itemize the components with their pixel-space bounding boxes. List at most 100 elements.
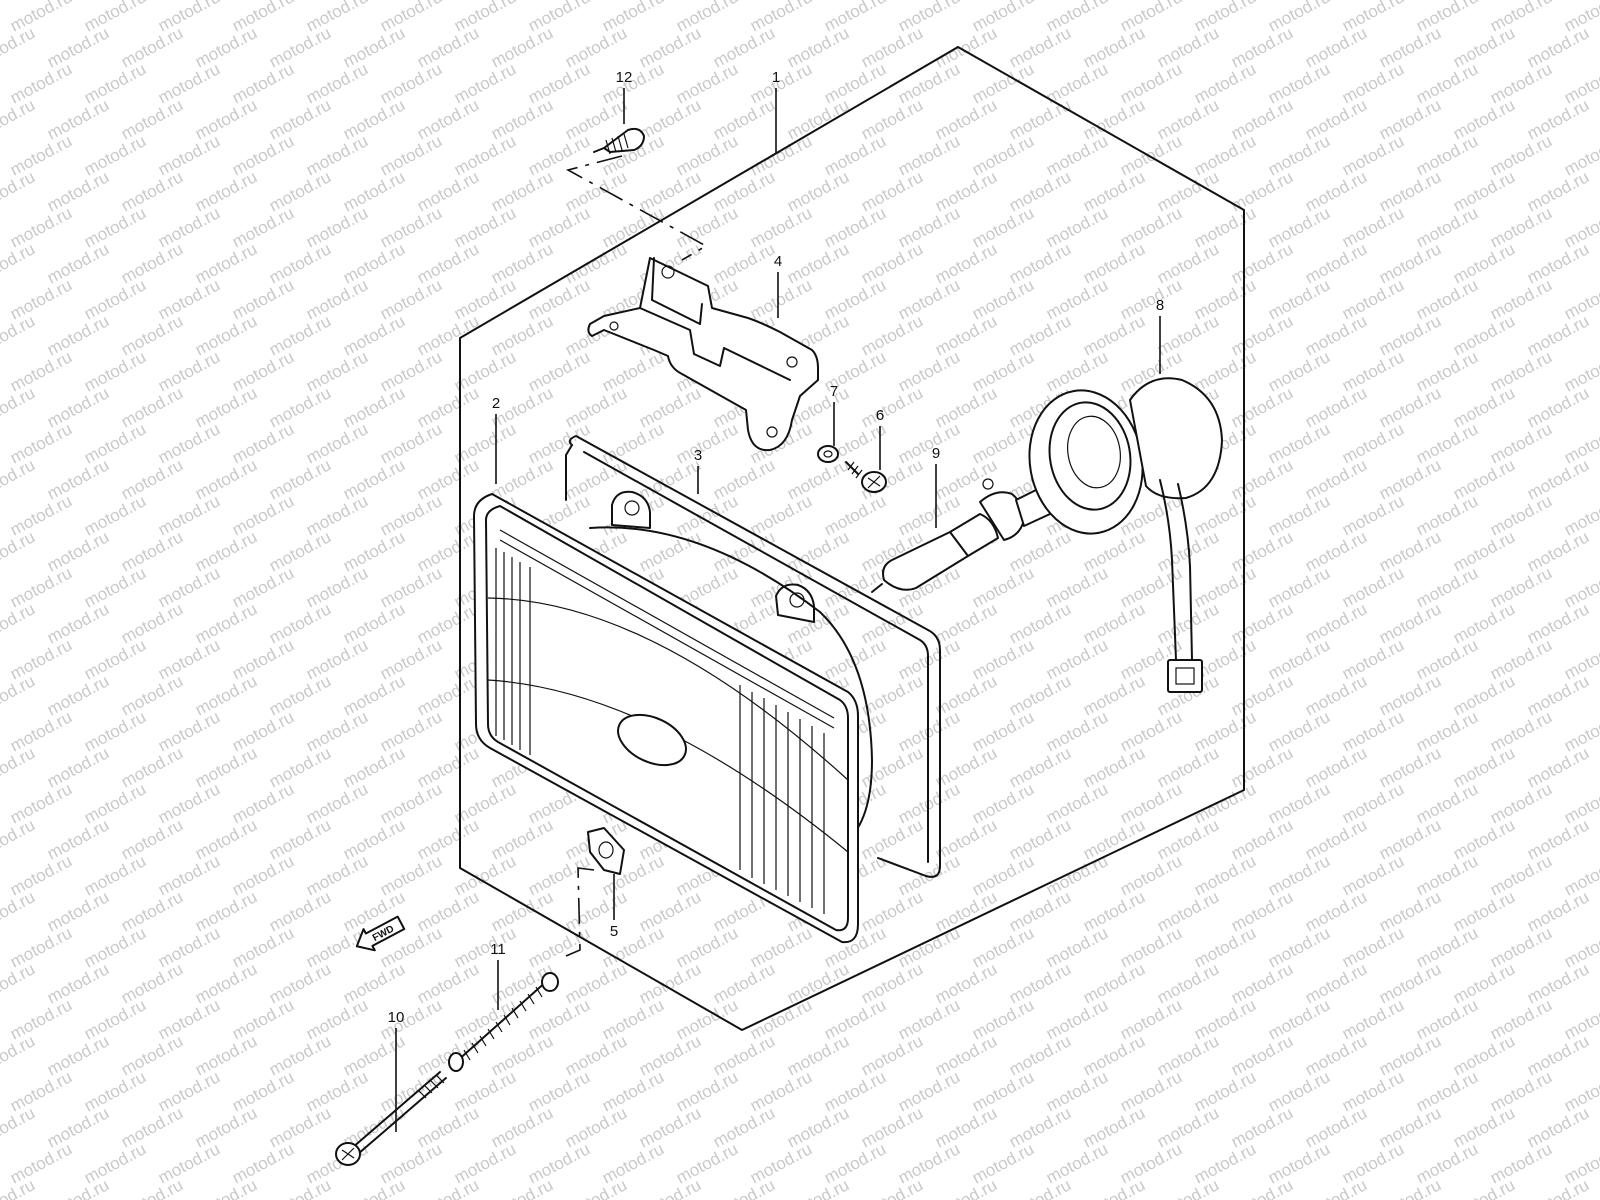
- watermark-text: motod.ru: [1376, 815, 1444, 863]
- watermark-text: motod.ru: [858, 743, 926, 791]
- watermark-text: motod.ru: [488, 167, 556, 215]
- watermark-text: motod.ru: [303, 563, 371, 611]
- watermark-text: motod.ru: [562, 1103, 630, 1151]
- watermark-text: motod.ru: [1302, 455, 1370, 503]
- watermark-text: motod.ru: [895, 779, 963, 827]
- spring-11: [448, 972, 559, 1072]
- watermark-text: motod.ru: [229, 59, 297, 107]
- watermark-text: motod.ru: [1043, 779, 1111, 827]
- watermark-text: motod.ru: [192, 1103, 260, 1151]
- watermark-text: motod.ru: [340, 23, 408, 71]
- watermark-text: motod.ru: [1339, 635, 1407, 683]
- watermark-text: motod.ru: [858, 95, 926, 143]
- watermark-text: motod.ru: [1191, 851, 1259, 899]
- watermark-text: motod.ru: [673, 1067, 741, 1115]
- watermark-text: motod.ru: [192, 95, 260, 143]
- watermark-text: motod.ru: [673, 419, 741, 467]
- watermark-text: motod.ru: [1228, 311, 1296, 359]
- watermark-text: motod.ru: [7, 491, 75, 539]
- watermark-text: motod.ru: [1117, 59, 1185, 107]
- watermark-text: motod.ru: [377, 59, 445, 107]
- watermark-text: motod.ru: [1376, 599, 1444, 647]
- watermark-text: motod.ru: [784, 959, 852, 1007]
- watermark-text: motod.ru: [1154, 1175, 1222, 1200]
- watermark-text: motod.ru: [1524, 887, 1592, 935]
- watermark-text: motod.ru: [44, 815, 112, 863]
- watermark-text: motod.ru: [229, 419, 297, 467]
- callout-2: 2: [492, 395, 500, 412]
- watermark-text: motod.ru: [451, 131, 519, 179]
- watermark-text: motod.ru: [414, 455, 482, 503]
- watermark-text: motod.ru: [1006, 599, 1074, 647]
- watermark-text: motod.ru: [1376, 167, 1444, 215]
- watermark-text: motod.ru: [1413, 131, 1481, 179]
- nut-5: [587, 827, 625, 875]
- watermark-text: motod.ru: [1302, 527, 1370, 575]
- watermark-text: motod.ru: [118, 671, 186, 719]
- watermark-text: motod.ru: [1265, 59, 1333, 107]
- watermark-text: motod.ru: [1487, 275, 1555, 323]
- watermark-text: motod.ru: [932, 383, 1000, 431]
- watermark-text: motod.ru: [229, 1067, 297, 1115]
- watermark-text: motod.ru: [1524, 743, 1592, 791]
- watermark-text: motod.ru: [229, 923, 297, 971]
- watermark-text: motod.ru: [1080, 887, 1148, 935]
- watermark-text: motod.ru: [1524, 311, 1592, 359]
- watermark-text: motod.ru: [44, 455, 112, 503]
- watermark-text: motod.ru: [7, 1139, 75, 1187]
- socket-8: [1028, 377, 1223, 693]
- watermark-text: motod.ru: [1043, 131, 1111, 179]
- watermark-text: motod.ru: [1450, 959, 1518, 1007]
- watermark-text: motod.ru: [821, 59, 889, 107]
- watermark-text: motod.ru: [303, 203, 371, 251]
- watermark-text: motod.ru: [0, 779, 1, 827]
- watermark-text: motod.ru: [636, 1103, 704, 1151]
- watermark-text: motod.ru: [1265, 203, 1333, 251]
- watermark-text: motod.ru: [7, 995, 75, 1043]
- watermark-text: motod.ru: [266, 311, 334, 359]
- watermark-text: motod.ru: [969, 419, 1037, 467]
- watermark-text: motod.ru: [0, 383, 38, 431]
- watermark-text: motod.ru: [229, 1139, 297, 1187]
- watermark-text: motod.ru: [155, 635, 223, 683]
- watermark-text: motod.ru: [1487, 131, 1555, 179]
- watermark-text: motod.ru: [1376, 1103, 1444, 1151]
- watermark-text: motod.ru: [969, 923, 1037, 971]
- watermark-text: motod.ru: [0, 203, 1, 251]
- watermark-text: motod.ru: [44, 1031, 112, 1079]
- watermark-text: motod.ru: [1006, 1103, 1074, 1151]
- watermark-text: motod.ru: [747, 275, 815, 323]
- watermark-text: motod.ru: [1487, 419, 1555, 467]
- watermark-text: motod.ru: [562, 1031, 630, 1079]
- watermark-text: motod.ru: [821, 203, 889, 251]
- watermark-text: motod.ru: [821, 491, 889, 539]
- watermark-text: motod.ru: [377, 203, 445, 251]
- watermark-text: motod.ru: [266, 95, 334, 143]
- watermark-text: motod.ru: [636, 23, 704, 71]
- watermark-text: motod.ru: [414, 1031, 482, 1079]
- screw-12: [593, 127, 645, 155]
- watermark-text: motod.ru: [969, 347, 1037, 395]
- watermark-text: motod.ru: [451, 419, 519, 467]
- watermark-text: motod.ru: [0, 131, 1, 179]
- watermark-text: motod.ru: [636, 1175, 704, 1200]
- watermark-text: motod.ru: [1376, 887, 1444, 935]
- watermark-text: motod.ru: [1043, 275, 1111, 323]
- watermark-text: motod.ru: [562, 239, 630, 287]
- watermark-text: motod.ru: [377, 419, 445, 467]
- watermark-text: motod.ru: [1080, 599, 1148, 647]
- watermark-text: motod.ru: [858, 1175, 926, 1200]
- watermark-text: motod.ru: [118, 599, 186, 647]
- watermark-text: motod.ru: [562, 383, 630, 431]
- watermark-text: motod.ru: [932, 239, 1000, 287]
- watermark-text: motod.ru: [1228, 1103, 1296, 1151]
- watermark-text: motod.ru: [969, 203, 1037, 251]
- watermark-text: motod.ru: [1376, 1175, 1444, 1200]
- watermark-text: motod.ru: [525, 995, 593, 1043]
- watermark-text: motod.ru: [1339, 275, 1407, 323]
- watermark-text: motod.ru: [1191, 347, 1259, 395]
- watermark-text: motod.ru: [0, 59, 1, 107]
- watermark-text: motod.ru: [266, 23, 334, 71]
- watermark-text: motod.ru: [747, 131, 815, 179]
